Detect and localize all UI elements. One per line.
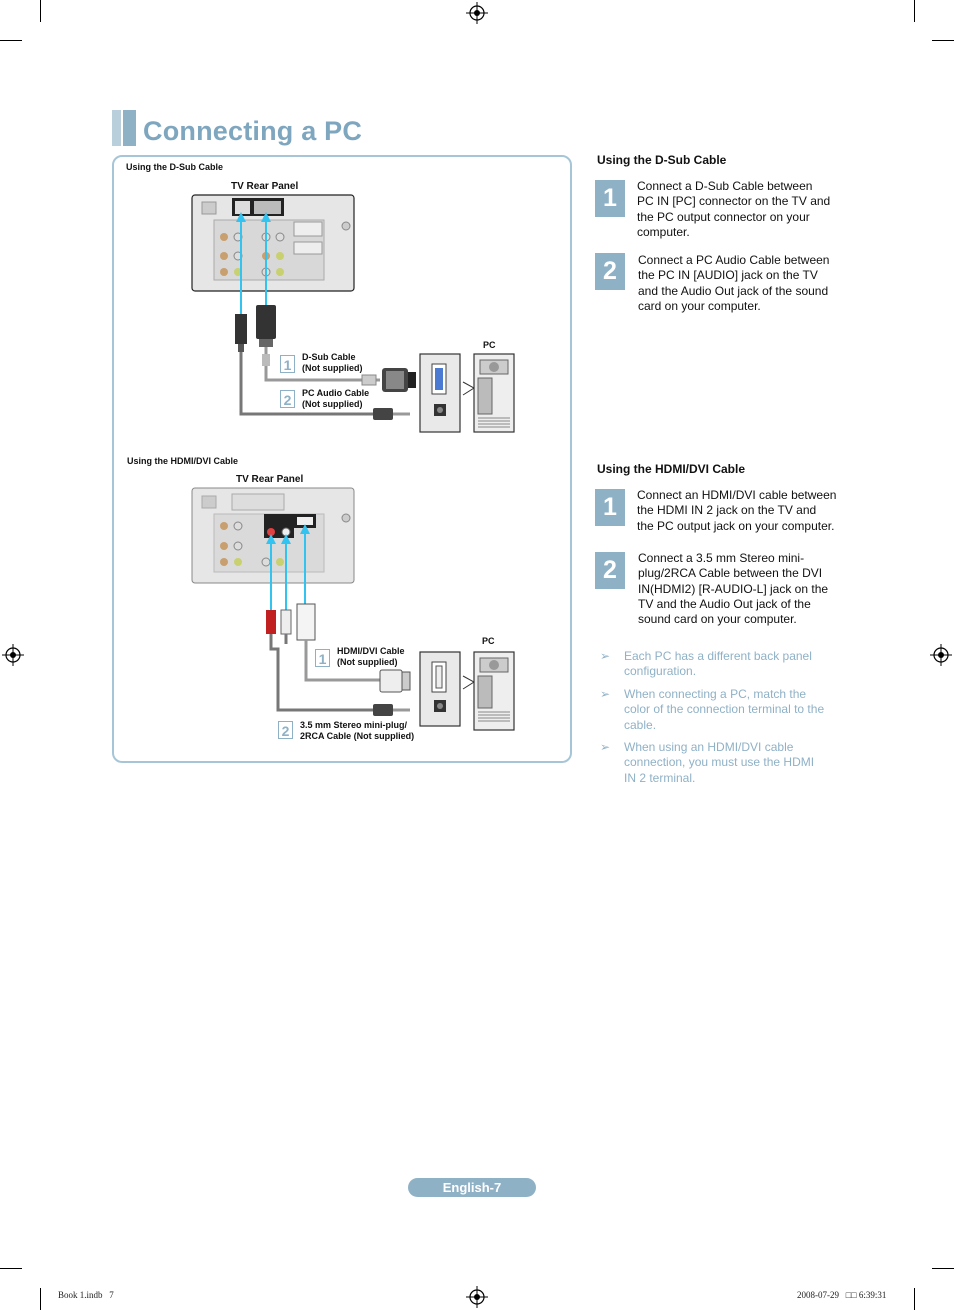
crop-mark bbox=[932, 40, 954, 41]
crop-mark bbox=[914, 0, 915, 22]
stereo-cable-label: 3.5 mm Stereo mini-plug/ bbox=[300, 720, 408, 730]
arrow-note-icon: ➢ bbox=[600, 687, 611, 701]
dsub-diagram-caption: Using the D-Sub Cable bbox=[126, 162, 224, 172]
step-instruction: Connect an HDMI/DVI cable between the HD… bbox=[637, 488, 837, 533]
step-number-badge: 1 bbox=[595, 180, 625, 217]
audio-cable-note: (Not supplied) bbox=[302, 399, 363, 409]
registration-mark-icon bbox=[466, 2, 488, 24]
arrow-note-icon: ➢ bbox=[600, 740, 611, 754]
step-instruction: Connect a 3.5 mm Stereo mini- plug/2RCA … bbox=[638, 551, 829, 627]
title-accent-bar bbox=[123, 110, 136, 146]
diagram-panel bbox=[112, 155, 572, 763]
dsub-cable-label: D-Sub Cable bbox=[302, 352, 356, 362]
crop-mark bbox=[0, 1268, 22, 1269]
hdmi-section-heading: Using the HDMI/DVI Cable bbox=[597, 462, 746, 476]
registration-mark-icon bbox=[930, 644, 952, 666]
tv-rear-panel-illustration bbox=[191, 487, 355, 584]
pc-label: PC bbox=[482, 636, 495, 646]
crop-mark bbox=[40, 0, 41, 22]
crop-mark bbox=[0, 40, 22, 41]
stereo-cable-number: 2 bbox=[278, 721, 293, 739]
registration-mark-icon bbox=[2, 644, 24, 666]
dsub-cable-number: 1 bbox=[280, 355, 295, 373]
step-instruction: Connect a PC Audio Cable between the PC … bbox=[638, 253, 830, 313]
step-number-badge: 2 bbox=[595, 552, 625, 589]
registration-mark-icon bbox=[466, 1286, 488, 1308]
tv-rear-panel-label: TV Rear Panel bbox=[236, 474, 304, 485]
stereo-cable-note: 2RCA Cable (Not supplied) bbox=[300, 731, 415, 741]
tv-rear-panel-label: TV Rear Panel bbox=[231, 181, 299, 192]
crop-mark bbox=[914, 1288, 915, 1310]
hdmi-cable-note: (Not supplied) bbox=[337, 657, 398, 667]
hdmi-connection-diagram bbox=[191, 487, 515, 731]
hdmi-cable-label: HDMI/DVI Cable bbox=[337, 646, 405, 656]
step-number-badge: 2 bbox=[595, 253, 625, 290]
footer-file-name: Book 1.indb 7 bbox=[58, 1290, 114, 1300]
dsub-cable-note: (Not supplied) bbox=[302, 363, 363, 373]
dsub-connection-diagram bbox=[191, 194, 515, 433]
page-title: Connecting a PC bbox=[143, 116, 363, 146]
audio-cable-number: 2 bbox=[280, 390, 295, 408]
arrow-note-icon: ➢ bbox=[600, 649, 611, 663]
pc-label: PC bbox=[483, 340, 496, 350]
step-instruction: Connect a D-Sub Cable between PC IN [PC]… bbox=[637, 179, 831, 239]
dsub-section-heading: Using the D-Sub Cable bbox=[597, 153, 727, 167]
page-number-badge: English-7 bbox=[408, 1178, 536, 1197]
crop-mark bbox=[40, 1288, 41, 1310]
title-accent-bar bbox=[112, 110, 121, 146]
hdmi-diagram-caption: Using the HDMI/DVI Cable bbox=[127, 456, 239, 466]
audio-cable-label: PC Audio Cable bbox=[302, 388, 370, 398]
hdmi-cable-number: 1 bbox=[315, 649, 330, 667]
crop-mark bbox=[932, 1268, 954, 1269]
tv-rear-panel-illustration bbox=[191, 194, 355, 292]
step-number-badge: 1 bbox=[595, 489, 625, 526]
footer-timestamp: 2008-07-29 □□ 6:39:31 bbox=[797, 1290, 887, 1300]
